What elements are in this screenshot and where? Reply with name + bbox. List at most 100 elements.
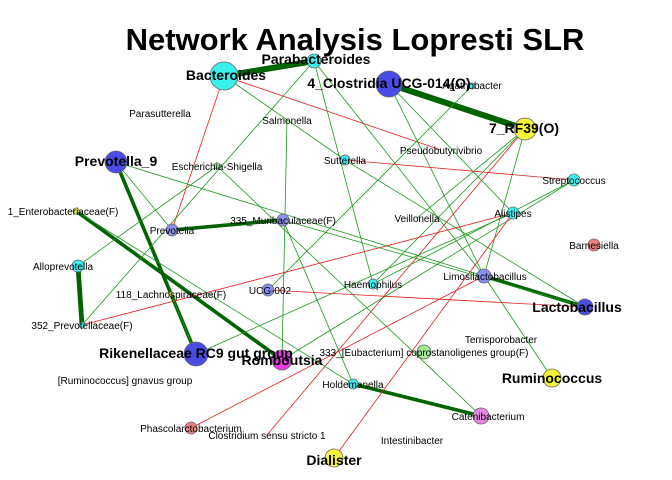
node-label-barnesiella: Barnesiella xyxy=(569,241,619,252)
node-prevotellaceae xyxy=(78,321,86,329)
edge-clostridia-limosilactobacillus xyxy=(388,83,485,277)
node-ucg002 xyxy=(261,283,275,297)
edge-alloprevotella-prevotellaceae xyxy=(75,263,85,328)
node-layer xyxy=(71,53,601,468)
edge-salmonella-romboutsia xyxy=(281,119,288,361)
node-label-clostridium: Clostridium sensu stricto 1 xyxy=(208,431,326,442)
node-label-clostridia: 4_Clostridia UCG-014(O) xyxy=(307,75,470,91)
node-muribaculaceae xyxy=(276,213,290,227)
node-haemophilus xyxy=(367,278,379,290)
edge-enterobacteriaceae-romboutsia xyxy=(74,209,284,362)
node-parabacteroides xyxy=(306,53,322,69)
node-label-gnavus: [Ruminococcus] gnavus group xyxy=(58,376,193,387)
edge-parabacteroides-haemophilus xyxy=(313,60,374,285)
node-label-ucg002: UCG-002 xyxy=(249,286,292,297)
node-label-streptococcus: Streptococcus xyxy=(542,176,605,187)
edge-streptococcus-romboutsia xyxy=(281,179,575,361)
node-label-holdemanella: Holdemanella xyxy=(322,380,384,391)
edge-ucg002-lactobacillus xyxy=(267,289,586,308)
edge-muribaculaceae-holdemanella xyxy=(282,219,354,385)
edge-limosilactobacillus-ruminococcus xyxy=(483,275,553,379)
node-rf39 xyxy=(513,117,537,141)
edge-clostridia-rf39 xyxy=(386,81,528,132)
edge-enterobacteriaceae-holdemanella xyxy=(75,210,354,385)
edge-parabacteroides-limosilactobacillus xyxy=(313,60,485,277)
node-label-agathobacter: Agathobacter xyxy=(442,81,502,92)
edge-holdemanella-catenibacterium xyxy=(351,382,483,418)
node-label-rf39: 7_RF39(O) xyxy=(489,120,559,136)
edge-sutterella-lactobacillus xyxy=(344,159,586,308)
edge-limosilactobacillus-phascolarctobacterium xyxy=(190,275,485,429)
node-label-escherichia: Escherichia-Shigella xyxy=(172,162,263,173)
node-label-dialister: Dialister xyxy=(306,452,362,468)
node-dialister xyxy=(324,448,344,468)
node-label-alloprevotella: Alloprevotella xyxy=(33,262,93,273)
node-sutterella xyxy=(339,154,351,166)
node-label-prevotellaceae: 352_Prevotellaceae(F) xyxy=(31,321,132,332)
node-catenibacterium xyxy=(472,407,490,425)
node-agathobacter xyxy=(468,82,476,90)
edge-alistipes-rikenellaceae xyxy=(195,212,514,355)
node-label-ruminococcus: Ruminococcus xyxy=(502,370,603,386)
chart-title: Network Analysis Lopresti SLR xyxy=(126,22,585,57)
node-label-haemophilus: Haemophilus xyxy=(344,280,402,291)
node-label-bacteroides: Bacteroides xyxy=(186,67,266,83)
node-holdemanella xyxy=(347,378,359,390)
node-prevotella9 xyxy=(104,150,128,174)
edge-rf39-haemophilus xyxy=(372,128,526,285)
edge-prevotella9-limosilactobacillus xyxy=(115,161,485,277)
node-label-pseudobutyrivibrio: Pseudobutyrivibrio xyxy=(400,146,483,157)
edge-bacteroides-sutterella xyxy=(223,75,346,161)
node-label-terrisporobacter: Terrisporobacter xyxy=(465,335,538,346)
node-label-catenibacterium: Catenibacterium xyxy=(452,412,525,423)
edge-bacteroides-pseudobutyrivibrio xyxy=(223,75,442,151)
edge-clostridia-alistipes xyxy=(388,83,514,214)
node-label-prevotella: Prevotella xyxy=(150,226,195,237)
node-phascolarctobacterium xyxy=(184,421,198,435)
node-alloprevotella xyxy=(71,259,85,273)
edge-escherichia-catenibacterium xyxy=(216,165,482,417)
node-label-limosilactobacillus: Limosilactobacillus xyxy=(443,272,526,283)
edge-muribaculaceae-lactobacillus xyxy=(282,219,586,308)
edge-prevotella-muribaculaceae xyxy=(170,218,285,232)
edge-streptococcus-haemophilus xyxy=(372,179,575,285)
edge-alistipes-dialister xyxy=(333,212,514,459)
node-label-intestinibacter: Intestinibacter xyxy=(381,436,444,447)
node-label-parabacteroides: Parabacteroides xyxy=(262,51,371,67)
edge-parabacteroides-prevotellaceae xyxy=(81,60,315,326)
edge-rf39-limosilactobacillus xyxy=(483,128,526,277)
node-prevotella xyxy=(165,223,179,237)
node-romboutsia xyxy=(271,349,293,371)
edge-prevotella9-prevotella xyxy=(115,161,173,231)
node-lactobacillus xyxy=(576,298,594,316)
node-label-enterobacteriaceae: 1_Enterobacteriaceae(F) xyxy=(8,207,119,218)
node-label-phascolarctobacterium: Phascolarctobacterium xyxy=(140,424,242,435)
node-label-prevotella9: Prevotella_9 xyxy=(75,153,158,169)
node-label-rikenellaceae: Rikenellaceae RC9 gut group xyxy=(99,345,293,361)
node-enterobacteriaceae xyxy=(72,207,80,215)
node-clostridia xyxy=(375,70,403,98)
node-alistipes xyxy=(506,206,520,220)
node-label-salmonella: Salmonella xyxy=(262,116,312,127)
node-label-alistipes: Alistipes xyxy=(494,209,531,220)
edge-sutterella-streptococcus xyxy=(344,159,575,181)
node-label-parasutterella: Parasutterella xyxy=(129,109,191,120)
node-label-sutterella: Sutterella xyxy=(324,156,367,167)
node-rikenellaceae xyxy=(183,341,209,367)
node-label-muribaculaceae: 335_Muribaculaceae(F) xyxy=(230,216,336,227)
node-label-veillonella: Veillonella xyxy=(394,214,439,225)
node-label-lactobacillus: Lactobacillus xyxy=(532,299,622,315)
edge-veillonella-rf39 xyxy=(416,128,526,219)
edge-rf39-clostridium xyxy=(266,128,526,436)
edge-agathobacter-ucg002 xyxy=(267,85,473,291)
node-ruminococcus xyxy=(542,368,562,388)
node-label-lachnospiraceae: 118_Lachnospiraceae(F) xyxy=(116,290,226,301)
node-streptococcus xyxy=(567,173,581,187)
edge-alistipes-prevotellaceae xyxy=(81,212,514,326)
edge-escherichia-alloprevotella xyxy=(77,165,218,267)
edge-layer xyxy=(74,58,587,459)
node-label-romboutsia: Romboutsia xyxy=(242,352,323,368)
node-label-eubacterium: 333_[Eubacterium] coprostanoligenes grou… xyxy=(319,348,528,359)
